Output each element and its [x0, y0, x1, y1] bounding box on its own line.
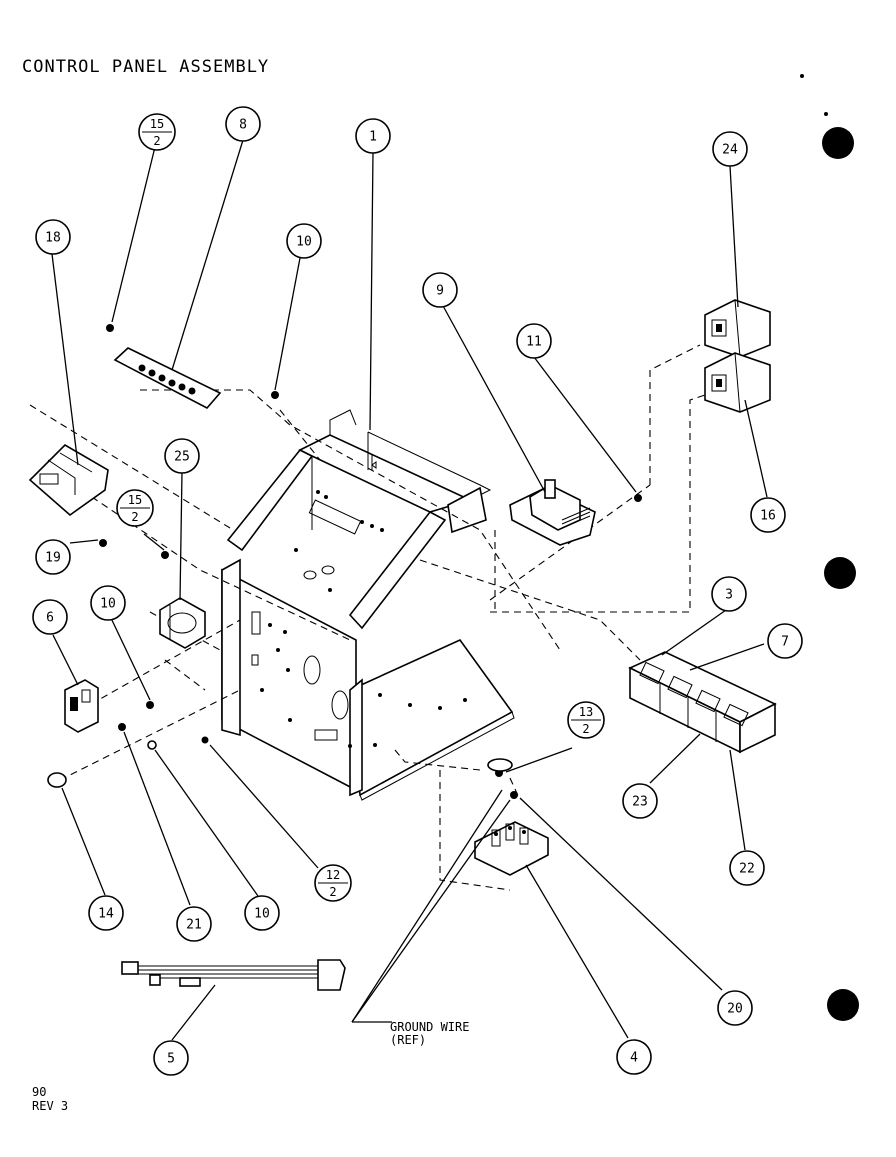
- svg-text:18: 18: [45, 231, 61, 246]
- svg-text:25: 25: [174, 450, 190, 465]
- callout-10-bottom: 10: [244, 895, 280, 931]
- svg-text:10: 10: [254, 907, 270, 922]
- page-code: 90: [32, 1085, 46, 1099]
- svg-text:1: 1: [369, 130, 377, 145]
- nut-part-11: [634, 494, 642, 502]
- svg-text:11: 11: [526, 335, 542, 350]
- svg-text:4: 4: [630, 1051, 638, 1066]
- svg-text:9: 9: [436, 284, 444, 299]
- svg-text:20: 20: [727, 1002, 743, 1017]
- punch-hole-middle: [824, 557, 856, 589]
- callout-18: 18: [35, 219, 71, 255]
- screw-part-21: [118, 723, 126, 731]
- svg-text:22: 22: [739, 862, 755, 877]
- svg-text:3: 3: [725, 588, 733, 603]
- callout-15-over-2-top: 15 2: [138, 113, 176, 151]
- svg-text:21: 21: [186, 918, 202, 933]
- callout-1: 1: [355, 118, 391, 154]
- terminal-block-part-4: [474, 821, 549, 876]
- terminal-strip-part-8: [113, 347, 222, 410]
- callout-3: 3: [711, 576, 747, 612]
- svg-text:2: 2: [131, 510, 138, 524]
- svg-text:15: 15: [128, 493, 142, 507]
- svg-text:2: 2: [153, 134, 160, 148]
- callout-11: 11: [516, 323, 552, 359]
- callout-23: 23: [622, 783, 658, 819]
- screw-part-12: [201, 736, 209, 744]
- callout-16: 16: [750, 497, 786, 533]
- callout-12-over-2: 12 2: [314, 864, 352, 902]
- svg-text:19: 19: [45, 551, 61, 566]
- callout-22: 22: [729, 850, 765, 886]
- svg-text:2: 2: [582, 722, 589, 736]
- callout-21: 21: [176, 906, 212, 942]
- washer-part-10-b: [147, 740, 157, 750]
- callout-19: 19: [35, 539, 71, 575]
- screw-part-19: [99, 539, 107, 547]
- svg-text:5: 5: [167, 1052, 175, 1067]
- svg-text:8: 8: [239, 118, 247, 133]
- svg-text:2: 2: [329, 885, 336, 899]
- transformer-part-9: [509, 479, 596, 546]
- relay-part-16: [704, 352, 771, 413]
- svg-text:16: 16: [760, 509, 776, 524]
- callout-13-over-2: 13 2: [567, 701, 605, 739]
- svg-text:6: 6: [46, 611, 54, 626]
- svg-text:24: 24: [722, 143, 738, 158]
- revision: REV 3: [32, 1099, 68, 1113]
- callout-7: 7: [767, 623, 803, 659]
- svg-text:10: 10: [100, 597, 116, 612]
- svg-text:12: 12: [326, 868, 340, 882]
- nut-part-10-a: [146, 701, 154, 709]
- svg-text:15: 15: [150, 117, 164, 131]
- screw-part-15-top: [106, 324, 114, 332]
- svg-text:7: 7: [781, 635, 789, 650]
- ground-lug: [487, 758, 513, 772]
- callout-6: 6: [32, 599, 68, 635]
- svg-text:10: 10: [296, 235, 312, 250]
- clamp-part-25: [159, 597, 206, 649]
- punch-hole-top: [822, 127, 854, 159]
- svg-text:14: 14: [98, 907, 114, 922]
- screw-part-15-mid: [161, 551, 169, 559]
- diagram-title: CONTROL PANEL ASSEMBLY: [22, 57, 269, 77]
- bracket-part-18: [28, 443, 109, 517]
- screw-part-10-top: [271, 391, 279, 399]
- callout-15-over-2-mid: 15 2: [116, 489, 154, 527]
- plug-part-14: [47, 772, 67, 788]
- wire-harness-part-5: [121, 959, 346, 991]
- chassis-part-1: [221, 409, 515, 801]
- callout-10-mid: 10: [90, 585, 126, 621]
- callout-20: 20: [717, 990, 753, 1026]
- callout-25: 25: [164, 438, 200, 474]
- callout-4: 4: [616, 1039, 652, 1075]
- screw-part-20: [510, 791, 518, 799]
- callout-9: 9: [422, 272, 458, 308]
- callout-5: 5: [153, 1040, 189, 1076]
- svg-text:23: 23: [632, 795, 648, 810]
- svg-text:13: 13: [579, 705, 593, 719]
- leader-lines: [51, 139, 768, 1041]
- callout-14: 14: [88, 895, 124, 931]
- switch-bank-parts-3-7-23-22: [628, 651, 777, 754]
- callout-8: 8: [225, 106, 261, 142]
- switch-part-6: [64, 679, 99, 733]
- callout-24: 24: [712, 131, 748, 167]
- relay-part-24: [704, 299, 771, 358]
- ground-wire-label: GROUND WIRE: [390, 1020, 469, 1034]
- punch-hole-bottom: [827, 989, 859, 1021]
- ground-wire-ref: (REF): [390, 1033, 426, 1047]
- callout-10-top: 10: [286, 223, 322, 259]
